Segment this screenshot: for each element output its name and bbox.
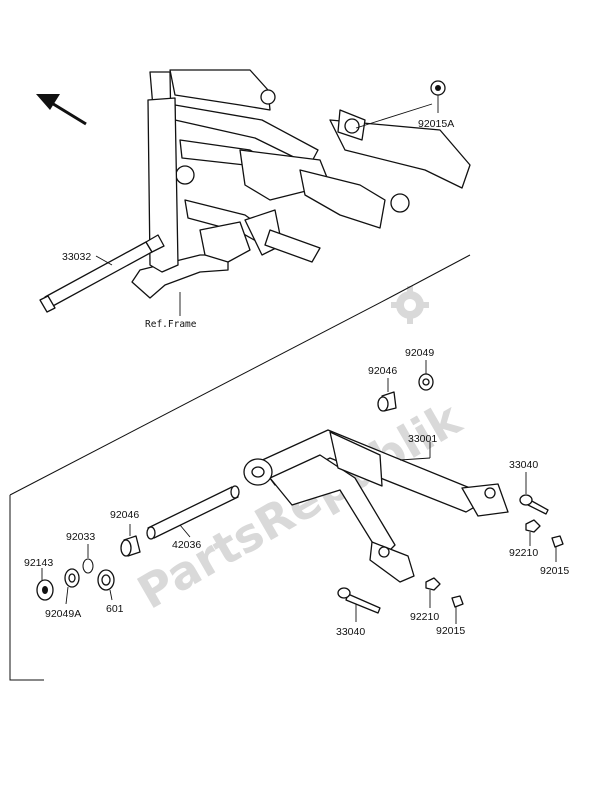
part-33032: 33032 (39, 234, 165, 313)
watermark: PartsRepublik (129, 391, 472, 620)
part-92210-bottom: 92210 (410, 577, 441, 623)
front-direction-arrow-icon (36, 94, 87, 126)
label-92015-bottom: 92015 (436, 625, 465, 637)
label-33032: 33032 (62, 251, 91, 263)
label-92049A: 92049A (45, 608, 81, 620)
part-92015A: 92015A (355, 80, 454, 130)
label-92210-bottom: 92210 (410, 611, 439, 623)
part-92015-bottom: 92015 (436, 595, 465, 637)
gear-icon (391, 286, 429, 324)
label-92015-right: 92015 (540, 565, 569, 577)
part-601: 601 (97, 569, 124, 615)
part-92033: 92033 (66, 531, 95, 574)
label-33001: 33001 (408, 433, 437, 445)
part-33040-bottom: 33040 (336, 587, 381, 638)
label-33040-right: 33040 (509, 459, 538, 471)
label-92049: 92049 (405, 347, 434, 359)
part-92046-top: 92046 (368, 365, 397, 412)
label-92015A: 92015A (418, 118, 454, 130)
label-92046-left: 92046 (110, 509, 139, 521)
label-601: 601 (106, 603, 124, 615)
label-33040-bottom: 33040 (336, 626, 365, 638)
label-92143: 92143 (24, 557, 53, 569)
watermark-text: PartsRepublik (129, 391, 472, 620)
part-33001-swingarm: 33001 (243, 429, 509, 583)
label-92046-top: 92046 (368, 365, 397, 377)
part-92049-top: 92049 (405, 347, 434, 391)
part-92143: 92143 (24, 557, 54, 601)
part-92210-right: 92210 (509, 519, 541, 559)
label-92033: 92033 (66, 531, 95, 543)
part-42036: 42036 (146, 485, 240, 551)
part-92049A: 92049A (45, 568, 81, 620)
part-92015-right: 92015 (540, 535, 569, 577)
label-92210-right: 92210 (509, 547, 538, 559)
main-frame (131, 69, 471, 299)
part-92046-left: 92046 (110, 509, 141, 557)
label-42036: 42036 (172, 539, 201, 551)
part-33040-right: 33040 (509, 459, 549, 515)
ref-frame: Ref.Frame (145, 292, 197, 330)
ref-frame-label: Ref.Frame (145, 319, 197, 330)
assembly-boundary (9, 254, 471, 681)
